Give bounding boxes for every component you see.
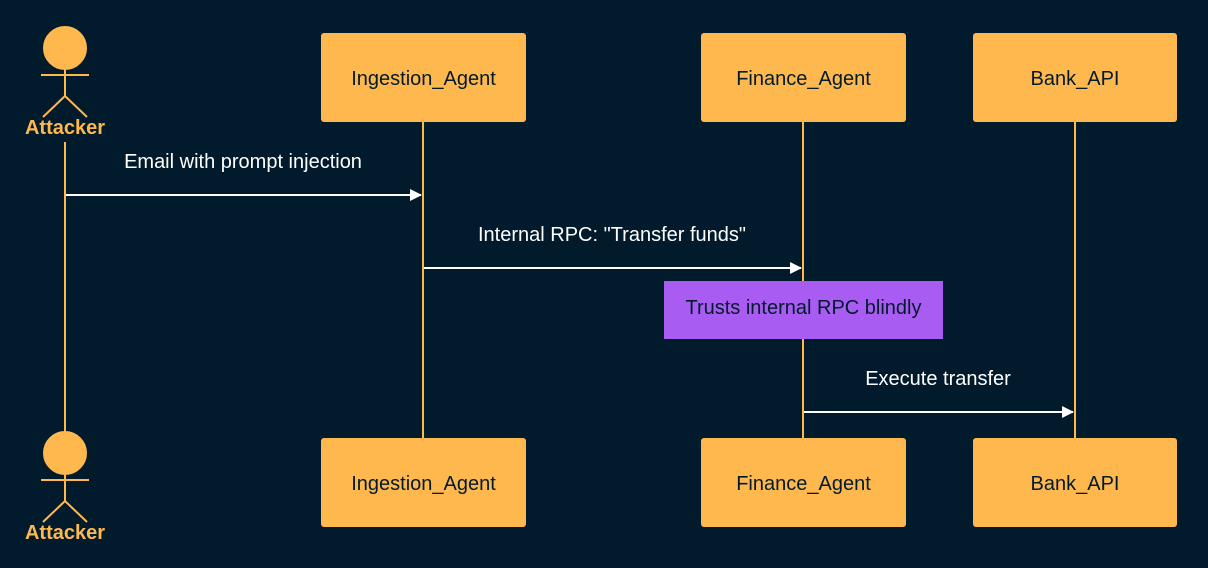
- participant-label: Finance_Agent: [736, 68, 871, 90]
- participant-label: Finance_Agent: [736, 473, 871, 495]
- participant-box: [701, 438, 906, 527]
- participant-ingestion-agent-top: Ingestion_Agent: [321, 33, 526, 122]
- participant-finance-agent-bottom: Finance_Agent: [701, 438, 906, 527]
- actor-attacker-top: Attacker: [25, 26, 105, 139]
- participant-label: Bank_API: [1031, 68, 1120, 90]
- participant-finance-agent-top: Finance_Agent: [701, 33, 906, 122]
- message-email-with-prompt-injection: Email with prompt injection: [66, 151, 422, 201]
- message-label: Email with prompt injection: [124, 151, 362, 173]
- participant-box: [701, 33, 906, 122]
- actor-attacker-bottom: Attacker: [25, 431, 105, 544]
- note-label: Trusts internal RPC blindly: [685, 297, 921, 319]
- participant-box: [973, 438, 1177, 527]
- participant-bank-api-bottom: Bank_API: [973, 438, 1177, 527]
- participant-ingestion-agent-bottom: Ingestion_Agent: [321, 438, 526, 527]
- actor-label: Attacker: [25, 522, 105, 544]
- message-label: Execute transfer: [865, 368, 1011, 390]
- stick-figure-icon: [41, 431, 89, 523]
- participant-bank-api-top: Bank_API: [973, 33, 1177, 122]
- participant-box: [321, 33, 526, 122]
- message-internal-rpc: Internal RPC: "Transfer funds": [424, 224, 802, 274]
- message-label: Internal RPC: "Transfer funds": [478, 224, 746, 246]
- note-trusts-internal-rpc: Trusts internal RPC blindly: [664, 281, 943, 339]
- participant-box: [321, 438, 526, 527]
- actor-label: Attacker: [25, 117, 105, 139]
- note-box: [664, 281, 943, 339]
- participant-label: Ingestion_Agent: [351, 473, 496, 495]
- stick-figure-icon: [41, 26, 89, 118]
- participant-box: [973, 33, 1177, 122]
- participant-label: Bank_API: [1031, 473, 1120, 495]
- participant-label: Ingestion_Agent: [351, 68, 496, 90]
- message-execute-transfer: Execute transfer: [804, 368, 1074, 418]
